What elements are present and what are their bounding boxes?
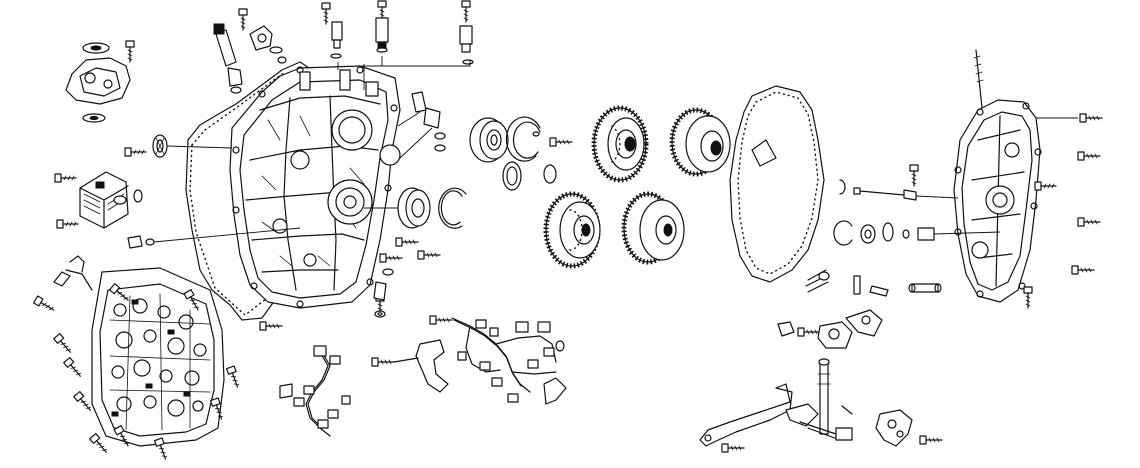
snap-ring-upper: [506, 117, 540, 161]
gear-lower-right: [624, 194, 684, 262]
shift-parts-right: [806, 270, 941, 296]
selector-lever: [778, 310, 882, 348]
detent-spring-bracket: [876, 410, 943, 446]
seal-center: [503, 137, 573, 190]
gear-upper-right: [672, 110, 730, 174]
shaft-assembly-right: [834, 164, 1000, 245]
oil-cooler: [54, 172, 142, 229]
case-lower-bolts: [259, 237, 441, 331]
wire-harness: [371, 315, 566, 404]
rear-cover: [954, 50, 1103, 309]
bearing-lower-center: [364, 188, 466, 228]
main-transmission-case: [186, 62, 400, 320]
fitting-left: [128, 228, 300, 248]
sub-harness-left: [280, 346, 350, 436]
wire-bracket: [54, 256, 92, 290]
bearing-upper-center: [470, 118, 508, 162]
case-right-sensors: [398, 92, 445, 158]
top-sensors-group: [214, 0, 473, 93]
cover-gasket-center: [730, 86, 824, 282]
cover-plate-top-left: [66, 40, 135, 122]
valve-body: [33, 268, 242, 462]
shift-shaft: [700, 359, 852, 453]
bearing-case-left: [124, 135, 232, 157]
gear-lower-left: [546, 194, 600, 266]
gear-upper-left: [594, 108, 646, 180]
